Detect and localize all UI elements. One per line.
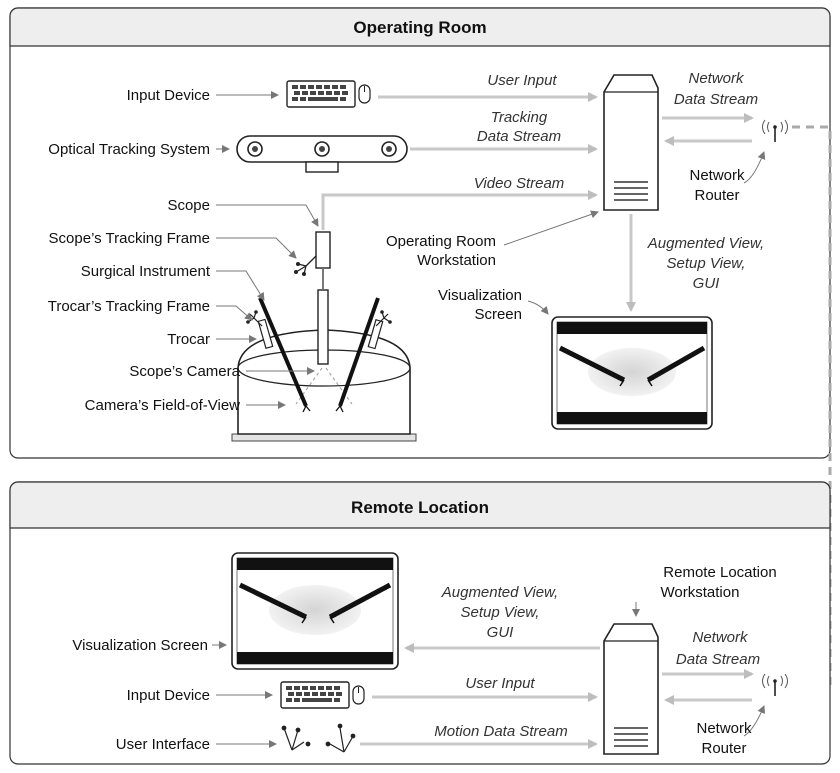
remote-label-user-interface: User Interface bbox=[116, 736, 210, 753]
or-stream-network-1: Network bbox=[688, 70, 745, 87]
remote-stream-user-input: User Input bbox=[465, 675, 535, 692]
or-stream-tracking-2: Data Stream bbox=[477, 128, 561, 145]
or-label-scope: Scope bbox=[167, 197, 210, 214]
remote-stream-network-2: Data Stream bbox=[676, 651, 760, 668]
screen-icon bbox=[551, 316, 713, 430]
or-label-vis-screen-2: Screen bbox=[474, 306, 522, 323]
scope bbox=[315, 231, 331, 365]
router-icon bbox=[762, 673, 788, 696]
workstation-icon bbox=[603, 74, 659, 211]
or-data-arrows bbox=[321, 92, 754, 312]
or-stream-aug-3: GUI bbox=[693, 275, 720, 292]
remote-stream-aug-1: Augmented View, bbox=[441, 584, 558, 601]
mouse-icon bbox=[352, 685, 365, 705]
remote-location-title: Remote Location bbox=[351, 498, 489, 517]
remote-label-vis-screen: Visualization Screen bbox=[72, 637, 208, 654]
or-label-surgical-instrument: Surgical Instrument bbox=[81, 263, 211, 280]
or-stream-user-input: User Input bbox=[487, 72, 557, 89]
or-label-scope-tracking-frame: Scope’s Tracking Frame bbox=[49, 230, 210, 247]
remote-label-input-device: Input Device bbox=[127, 687, 210, 704]
or-label-vis-screen-1: Visualization bbox=[438, 287, 522, 304]
workstation-icon bbox=[603, 623, 659, 755]
remote-data-arrows bbox=[360, 643, 754, 749]
or-label-optical-tracking: Optical Tracking System bbox=[48, 141, 210, 158]
or-stream-aug-2: Setup View, bbox=[667, 255, 746, 272]
operating-room-title: Operating Room bbox=[353, 18, 486, 37]
scope-tracking-frame bbox=[294, 255, 317, 276]
remote-stream-network-1: Network bbox=[692, 629, 749, 646]
or-stream-network-2: Data Stream bbox=[674, 91, 758, 108]
or-label-router-2: Router bbox=[694, 187, 739, 204]
mouse-icon bbox=[358, 84, 371, 104]
router-icon bbox=[762, 119, 788, 142]
or-label-trocar-tracking-frame: Trocar’s Tracking Frame bbox=[48, 298, 210, 315]
or-label-workstation-2: Workstation bbox=[417, 252, 496, 269]
or-label-workstation-1: Operating Room bbox=[386, 233, 496, 250]
keyboard-icon bbox=[286, 80, 356, 108]
or-stream-video: Video Stream bbox=[474, 175, 565, 192]
remote-stream-motion: Motion Data Stream bbox=[434, 723, 567, 740]
screen-icon bbox=[231, 552, 399, 670]
remote-stream-aug-2: Setup View, bbox=[461, 604, 540, 621]
or-stream-aug-1: Augmented View, bbox=[647, 235, 764, 252]
trocar-right bbox=[335, 297, 392, 413]
or-label-camera-fov: Camera’s Field-of-View bbox=[85, 397, 240, 414]
trocar-left bbox=[246, 297, 311, 413]
keyboard-icon bbox=[280, 681, 350, 709]
remote-label-pointers bbox=[212, 602, 765, 748]
optical-tracker-icon bbox=[236, 135, 408, 173]
or-label-trocar: Trocar bbox=[167, 331, 210, 348]
remote-label-router-1: Network bbox=[696, 720, 752, 737]
or-label-input-device: Input Device bbox=[127, 87, 210, 104]
remote-stream-aug-3: GUI bbox=[487, 624, 514, 641]
or-label-pointers bbox=[216, 91, 766, 409]
or-label-router-1: Network bbox=[689, 167, 745, 184]
user-interface-icon bbox=[281, 723, 356, 753]
or-stream-tracking-1: Tracking bbox=[491, 109, 548, 126]
or-label-scope-camera: Scope’s Camera bbox=[129, 363, 240, 380]
remote-label-router-2: Router bbox=[701, 740, 746, 757]
remote-label-workstation-2: Workstation bbox=[661, 584, 740, 601]
remote-label-workstation-1: Remote Location bbox=[663, 564, 776, 581]
